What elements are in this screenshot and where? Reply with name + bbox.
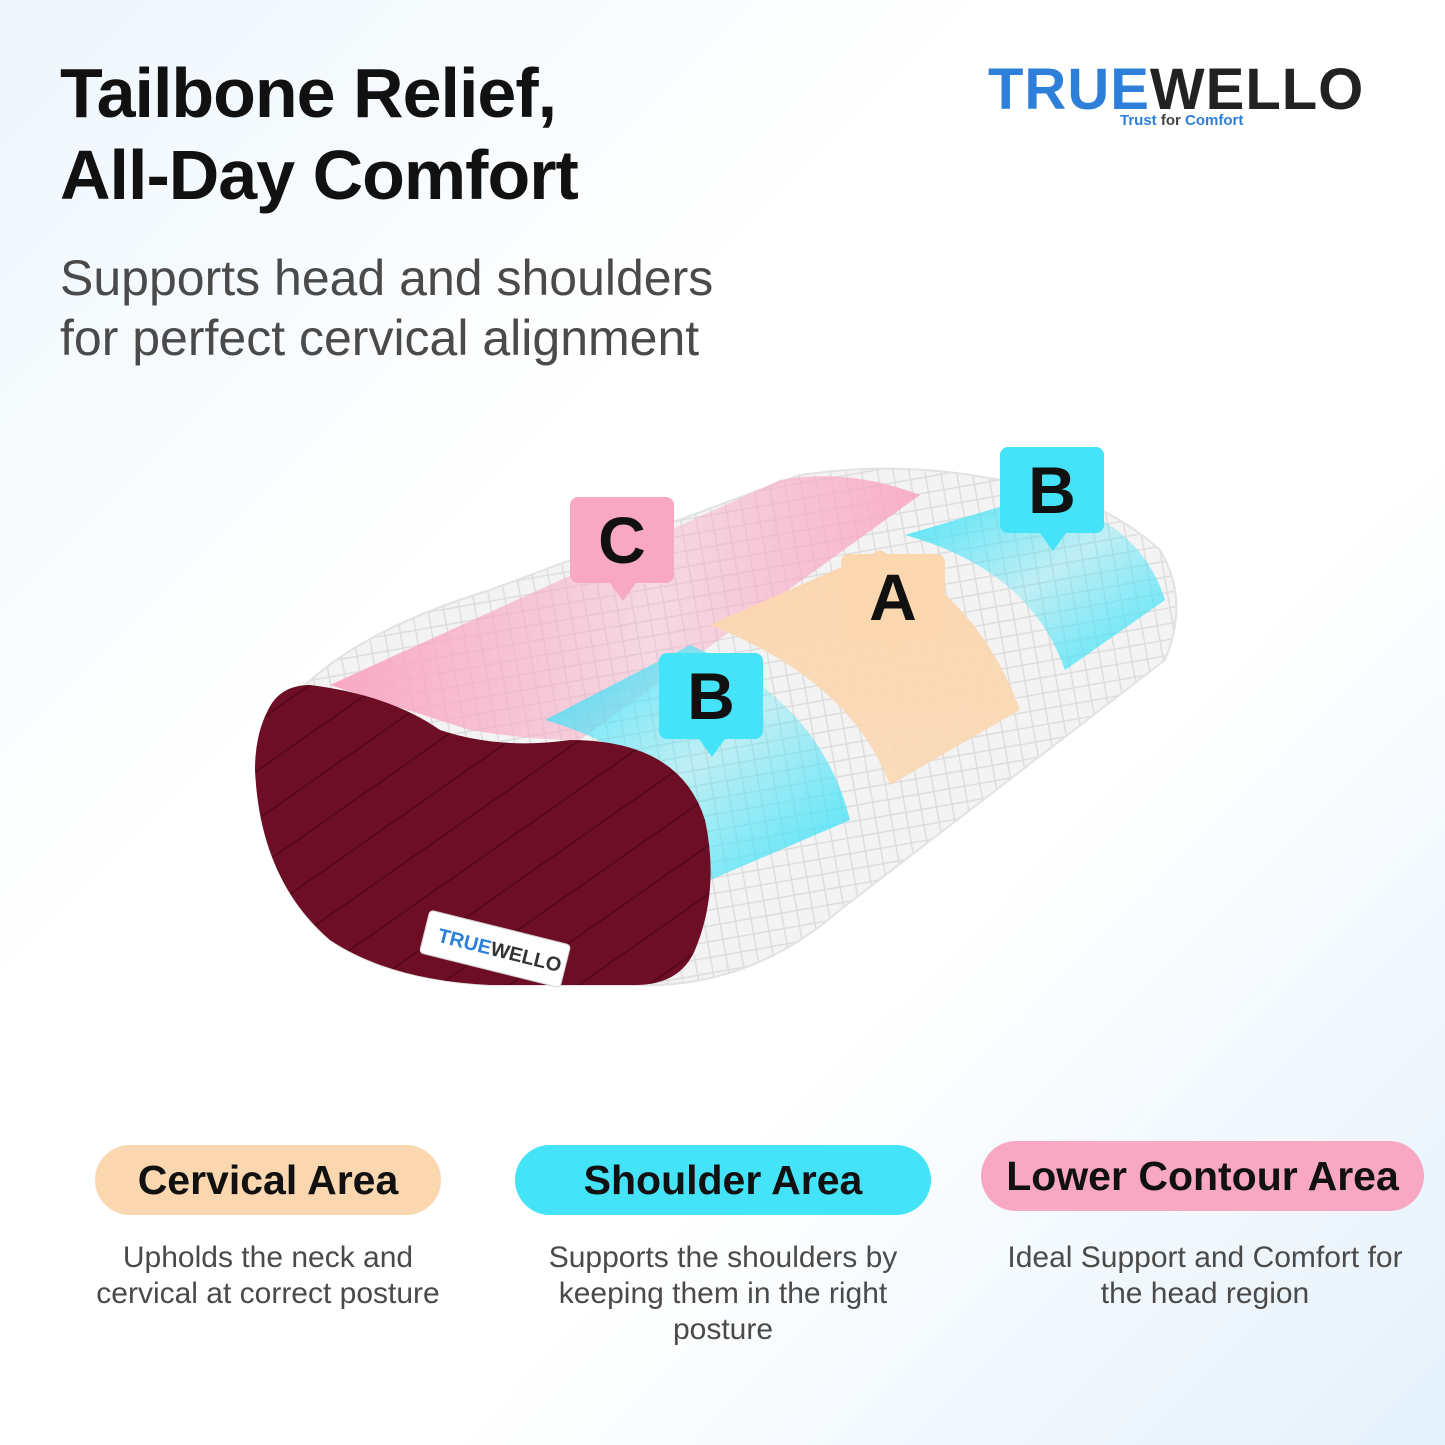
cervical-area-description: Upholds the neck and cervical at correct… — [96, 1241, 440, 1310]
zone-c-lower-contour — [330, 476, 920, 740]
marker-b-back: B — [1000, 447, 1104, 551]
brand-tagline: Trust for Comfort — [1120, 112, 1244, 129]
shoulder-area-pill: Shoulder Area — [515, 1145, 931, 1215]
marker-b-front: B — [659, 653, 763, 757]
lower-contour-area-description: Ideal Support and Comfort for the head r… — [1007, 1241, 1403, 1310]
pillow-end-face — [255, 685, 711, 985]
pillow-label-tag: TRUEWELLO — [419, 910, 571, 988]
zone-b-back-shoulder — [905, 495, 1165, 670]
brand-wordmark: TRUEWELLO — [988, 57, 1365, 122]
lower-contour-area-pill: Lower Contour Area — [981, 1141, 1424, 1211]
headline-line-2: All-Day Comfort — [60, 136, 579, 214]
shoulder-area-description: Supports the shoulders by keeping them i… — [548, 1241, 898, 1346]
zone-b-front-shoulder — [545, 645, 850, 880]
subheadline-line-1: Supports head and shoulders — [60, 250, 714, 306]
subheadline: Supports head and shoulders for perfect … — [60, 248, 713, 368]
subheadline-line-2: for perfect cervical alignment — [60, 310, 700, 366]
brand-logo: TRUEWELLO Trust for Comfort — [988, 58, 1388, 138]
cervical-area-pill: Cervical Area — [95, 1145, 441, 1215]
headline-line-1: Tailbone Relief, — [60, 54, 557, 132]
marker-c: C — [570, 497, 674, 601]
headline: Tailbone Relief, All-Day Comfort — [60, 52, 579, 216]
marker-a: A — [841, 554, 945, 658]
